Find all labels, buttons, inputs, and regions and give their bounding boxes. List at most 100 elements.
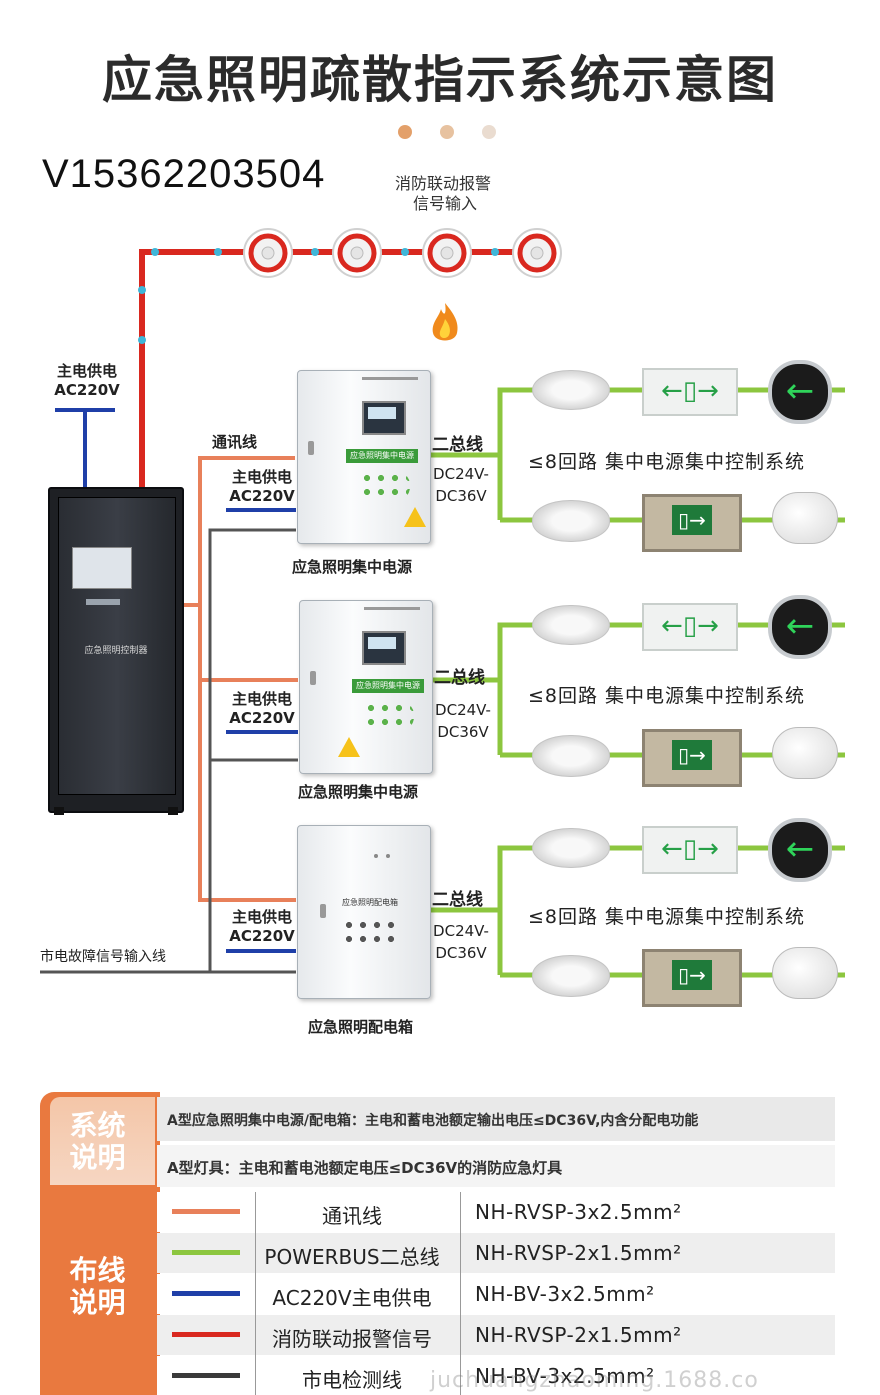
main-power-label: 主电供电 AC220V [42, 362, 132, 400]
legend-line-name: 消防联动报警信号 [272, 1327, 432, 1351]
exit-sign-icon: ▯→ [642, 949, 742, 1007]
legend-line-spec: NH-RVSP-3x2.5mm² [475, 1200, 682, 1224]
legend-line-spec: NH-RVSP-2x1.5mm² [475, 1323, 682, 1347]
legend-line-name: 市电检测线 [302, 1368, 402, 1392]
system-tag-line2: 说明 [69, 1141, 126, 1174]
system-tag-bg [50, 1097, 155, 1185]
watermark: juchuangzhaoming.1688.co [430, 1368, 759, 1393]
unit3-dc-line2: DC36V [435, 944, 487, 962]
unit1-dc-line1: DC24V- [433, 465, 489, 483]
legend-swatch [172, 1332, 240, 1337]
comm-line-label: 通讯线 [212, 433, 258, 451]
distribution-box-3: 应急照明配电箱 [297, 825, 431, 999]
ceiling-lamp-icon [532, 605, 610, 645]
unit2-power-line2: AC220V [229, 709, 295, 727]
unit2-dc-label: DC24V- DC36V [432, 699, 494, 743]
explain-row-1: A型应急照明集中电源/配电箱：主电和蓄电池额定输出电压≤DC36V,内含分配电功… [157, 1097, 835, 1141]
wiring-tag: 布线 说明 [50, 1255, 145, 1319]
fire-signal-line1: 消防联动报警 [395, 174, 492, 193]
floor-indicator-icon: ← [768, 360, 832, 424]
legend-divider-2 [460, 1192, 461, 1395]
comm-wire-trunk [182, 456, 295, 607]
comm-wire-2 [198, 605, 298, 682]
fire-signal-label: 消防联动报警 信号输入 [395, 174, 491, 214]
phone-number: V15362203504 [42, 152, 326, 196]
legend-swatch [172, 1250, 240, 1255]
main-power-line2: AC220V [54, 381, 120, 399]
unit2-dc-line2: DC36V [437, 723, 489, 741]
unit3-dc-line1: DC24V- [433, 922, 489, 940]
unit3-power-label: 主电供电 AC220V [222, 908, 302, 946]
comm-wire-3 [198, 680, 296, 902]
exit-sign-icon: ▯→ [642, 729, 742, 787]
explain-row-2-text: A型灯具：主电和蓄电池额定电压≤DC36V的消防应急灯具 [167, 1159, 563, 1177]
unit3-dc-label: DC24V- DC36V [430, 920, 492, 964]
unit3-bus-label: 二总线 [432, 890, 483, 910]
floor-indicator-icon: ← [768, 818, 832, 882]
ceiling-lamp-icon [532, 828, 610, 868]
unit3-name: 应急照明配电箱 [308, 1018, 414, 1036]
emergency-light-icon [772, 727, 838, 779]
legend-swatch [172, 1291, 240, 1296]
floor-indicator-icon: ← [768, 595, 832, 659]
unit2-name: 应急照明集中电源 [298, 783, 419, 801]
exit-sign-icon: ←▯→ [642, 368, 738, 416]
ceiling-lamp-icon [532, 370, 610, 410]
control-cabinet: 应急照明控制器 [48, 487, 184, 815]
power-unit-2: 应急照明集中电源 [299, 600, 433, 774]
downlight-icon [532, 735, 610, 777]
unit2-power-line1: 主电供电 [231, 690, 292, 708]
unit1-power-label: 主电供电 AC220V [222, 468, 302, 506]
exit-sign-icon: ←▯→ [642, 826, 738, 874]
smoke-detectors [243, 228, 562, 278]
legend-swatch [172, 1209, 240, 1214]
unit3-power-line2: AC220V [229, 927, 295, 945]
legend-line-name: POWERBUS二总线 [264, 1245, 440, 1269]
unit2-system-label: ≤8回路 集中电源集中控制系统 [528, 685, 806, 707]
unit2-bus-label: 二总线 [434, 668, 485, 688]
fire-signal-wire [139, 249, 560, 490]
unit1-power-line1: 主电供电 [231, 468, 292, 486]
unit3-system-label: ≤8回路 集中电源集中控制系统 [528, 906, 806, 928]
wiring-tag-line1: 布线 [69, 1254, 126, 1287]
mains-fault-label: 市电故障信号输入线 [40, 949, 166, 965]
emergency-light-icon [772, 492, 838, 544]
unit1-name: 应急照明集中电源 [292, 558, 413, 576]
unit1-power-line2: AC220V [229, 487, 295, 505]
legend-line-name: 通讯线 [322, 1204, 382, 1228]
fire-icon [432, 303, 458, 341]
downlight-icon [532, 955, 610, 997]
title-dots [398, 125, 498, 141]
legend-row: 消防联动报警信号 NH-RVSP-2x1.5mm² [157, 1315, 835, 1355]
exit-sign-icon: ▯→ [642, 494, 742, 552]
main-power-line1: 主电供电 [56, 362, 117, 380]
legend-row: AC220V主电供电 NH-BV-3x2.5mm² [157, 1274, 835, 1314]
unit1-bus-label: 二总线 [432, 435, 483, 455]
unit1-dc-line2: DC36V [435, 487, 487, 505]
legend-line-spec: NH-BV-3x2.5mm² [475, 1282, 655, 1306]
system-tag: 系统 说明 [50, 1110, 145, 1174]
explain-row-2: A型灯具：主电和蓄电池额定电压≤DC36V的消防应急灯具 [157, 1145, 835, 1187]
legend-row: POWERBUS二总线 NH-RVSP-2x1.5mm² [157, 1233, 835, 1273]
page-title: 应急照明疏散指示系统示意图 [102, 51, 778, 109]
unit3-panel-label: 应急照明配电箱 [342, 898, 398, 907]
unit3-power-line1: 主电供电 [231, 908, 292, 926]
fire-signal-line2: 信号输入 [413, 194, 478, 213]
unit1-dc-label: DC24V- DC36V [430, 463, 492, 507]
system-tag-line1: 系统 [69, 1109, 126, 1142]
unit2-power-label: 主电供电 AC220V [222, 690, 302, 728]
unit1-panel-label: 应急照明集中电源 [346, 449, 418, 463]
emergency-light-icon [772, 947, 838, 999]
legend-line-spec: NH-RVSP-2x1.5mm² [475, 1241, 682, 1265]
legend-row: 通讯线 NH-RVSP-3x2.5mm² [157, 1192, 835, 1232]
legend-swatch [172, 1373, 240, 1378]
unit2-panel-label: 应急照明集中电源 [352, 679, 424, 693]
unit1-system-label: ≤8回路 集中电源集中控制系统 [528, 451, 806, 473]
power-unit-1: 应急照明集中电源 [297, 370, 431, 544]
wire-markers [138, 248, 499, 344]
legend-line-name: AC220V主电供电 [272, 1286, 432, 1310]
cabinet-label: 应急照明控制器 [84, 646, 148, 656]
explain-row-1-text: A型应急照明集中电源/配电箱：主电和蓄电池额定输出电压≤DC36V,内含分配电功… [167, 1113, 699, 1129]
